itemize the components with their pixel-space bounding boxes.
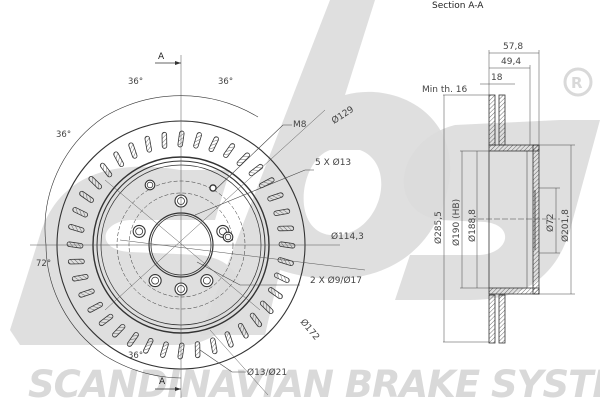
- vent-slot: [208, 136, 219, 153]
- vent-slot: [72, 207, 89, 218]
- angle-label: 36°: [128, 351, 143, 361]
- bolt-hole: [222, 231, 234, 243]
- brand-text: SCANDINAVIAN BRAKE SYSTEMS: [28, 363, 600, 400]
- bolt-hole: [148, 274, 162, 288]
- center-bore-label: Ø72: [545, 213, 556, 232]
- bolt-hole: [209, 184, 217, 192]
- vent-slot: [67, 258, 85, 265]
- vent-slot: [68, 224, 85, 233]
- vent-slot: [237, 323, 249, 339]
- vent-slot: [113, 151, 125, 167]
- min-thickness-label: Min th. 16: [422, 85, 468, 95]
- vent-slot: [277, 225, 295, 232]
- vent-slot: [161, 131, 168, 149]
- bolt-hole: [200, 274, 214, 288]
- bolt-hole: [202, 276, 211, 285]
- vent-slot: [78, 288, 95, 298]
- thread-label: M8: [293, 120, 307, 130]
- inner-diameter-label: Ø188,8: [467, 209, 478, 242]
- vent-slot: [273, 208, 291, 216]
- hat-height-label: 49,4: [501, 57, 521, 67]
- vent-slot: [236, 152, 250, 167]
- bolt-hole: [218, 227, 227, 236]
- vent-slot: [223, 143, 236, 158]
- bolt-hole: [224, 233, 232, 241]
- bolt-hole: [132, 224, 146, 238]
- vent-slot: [79, 190, 94, 203]
- registered-mark-icon: R: [563, 67, 593, 97]
- sbs-logo-watermark: [10, 0, 600, 345]
- angle-label: 36°: [128, 77, 143, 87]
- angle-label: 36°: [218, 77, 233, 87]
- vent-slot: [268, 287, 283, 300]
- svg-text:R: R: [571, 74, 583, 92]
- small-holes-label: 2 X Ø9/Ø17: [310, 275, 362, 286]
- center-lines: [30, 55, 366, 398]
- section-dimension-lines: [443, 50, 575, 343]
- hat-diameter-label: Ø172: [298, 317, 322, 343]
- vent-slot: [88, 176, 103, 190]
- bolt-hole: [144, 179, 156, 191]
- vent-slot: [71, 274, 89, 282]
- bolt-holes-label: 5 X Ø13: [315, 157, 351, 168]
- thickness-label: 18: [491, 73, 503, 83]
- outer-diameter-label: Ø285,5: [433, 211, 444, 244]
- svg-text:A: A: [158, 52, 165, 62]
- vent-slot: [87, 301, 103, 313]
- bolt-holes: [132, 179, 234, 296]
- counterbore-label: Ø13/Ø21: [247, 367, 287, 378]
- overall-height-label: 57,8: [503, 42, 523, 52]
- section-marker-bottom: A: [155, 377, 181, 391]
- angle-label: 36°: [56, 130, 71, 140]
- vent-slot: [224, 331, 234, 348]
- vent-slot: [112, 323, 126, 338]
- vent-slot: [249, 312, 263, 328]
- angle-label: 72°: [36, 259, 51, 269]
- vent-slot: [273, 272, 290, 283]
- vent-slot: [98, 313, 114, 327]
- bolt-hole: [135, 227, 144, 236]
- pcd-label: Ø114,3: [331, 231, 364, 242]
- vent-slot: [210, 337, 218, 355]
- bolt-hole: [151, 276, 160, 285]
- vent-slot: [99, 162, 113, 178]
- bolt-hole: [146, 181, 154, 189]
- svg-text:A: A: [159, 377, 166, 387]
- vent-slot: [267, 192, 284, 202]
- vent-slot: [143, 337, 154, 354]
- vent-slot: [259, 177, 275, 189]
- vent-slot: [259, 300, 274, 314]
- section-marker-top: A: [155, 52, 181, 65]
- callout-leaders: [194, 124, 314, 373]
- section-view: [488, 94, 540, 344]
- hat-outer-diameter-label: Ø201,8: [560, 209, 571, 242]
- vent-slot: [193, 132, 202, 149]
- vent-slot: [248, 163, 264, 177]
- vent-slot: [160, 341, 169, 358]
- vent-slot: [194, 341, 201, 359]
- vent-slot: [128, 142, 138, 159]
- vent-slot: [144, 135, 152, 153]
- vent-slots: [66, 130, 296, 360]
- section-title: Section A-A: [432, 1, 484, 11]
- hb-diameter-label: Ø190 (HB): [451, 199, 462, 246]
- vent-slot: [126, 332, 139, 347]
